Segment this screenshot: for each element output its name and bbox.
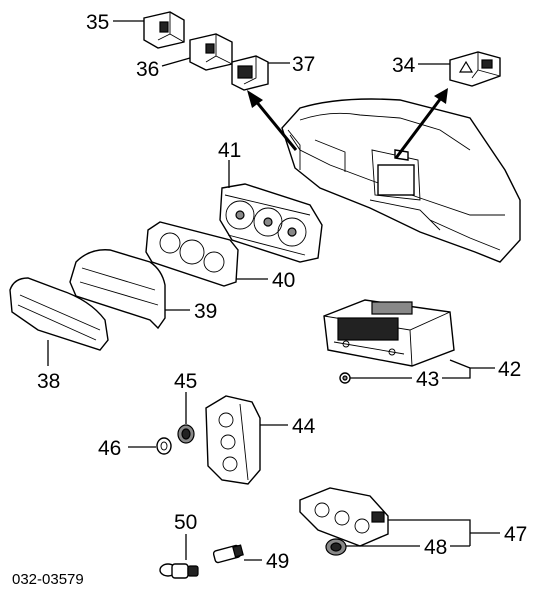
- knob-46: [156, 437, 172, 455]
- callout-37: 37: [292, 53, 315, 76]
- switch-36: [189, 33, 233, 71]
- bulb-socket-49: [212, 544, 244, 564]
- callout-36: 36: [136, 58, 159, 81]
- knob-43: [339, 372, 351, 384]
- callout-46: 46: [98, 437, 121, 460]
- callout-48: 48: [424, 536, 447, 559]
- callout-44: 44: [292, 415, 316, 438]
- meter-panel-40: [145, 221, 239, 287]
- heater-control-47: [299, 487, 389, 547]
- callout-50: 50: [174, 511, 197, 534]
- switch-37: [231, 55, 269, 91]
- catalog-number: 032-03579: [12, 571, 84, 588]
- arrow-37-to-dash: [247, 90, 298, 151]
- bulb-50: [159, 563, 199, 579]
- callout-35: 35: [86, 11, 109, 34]
- callout-34: 34: [392, 54, 416, 77]
- callout-38: 38: [37, 370, 60, 393]
- knob-48: [325, 538, 347, 556]
- meter-assembly-41: [219, 183, 323, 263]
- switch-35: [143, 11, 185, 49]
- knob-45: [177, 424, 195, 444]
- audio-unit-42: [323, 299, 455, 367]
- callout-40: 40: [272, 269, 295, 292]
- callout-47: 47: [504, 523, 527, 546]
- callout-45: 45: [174, 370, 197, 393]
- meter-visor-39: [69, 249, 166, 330]
- callout-numbers: 35 36 37 34 41 40 39 38 42 43 45 44 46 4…: [37, 11, 527, 573]
- arrow-34-to-dash: [394, 88, 448, 159]
- callout-42: 42: [498, 358, 521, 381]
- heater-control-44: [205, 395, 261, 485]
- switch-34: [449, 51, 501, 87]
- callout-41: 41: [218, 139, 241, 162]
- callout-43: 43: [416, 368, 439, 391]
- callout-49: 49: [266, 550, 289, 573]
- callout-39: 39: [194, 300, 217, 323]
- leader-lines: [47, 20, 500, 561]
- meter-lens-38: [9, 277, 109, 351]
